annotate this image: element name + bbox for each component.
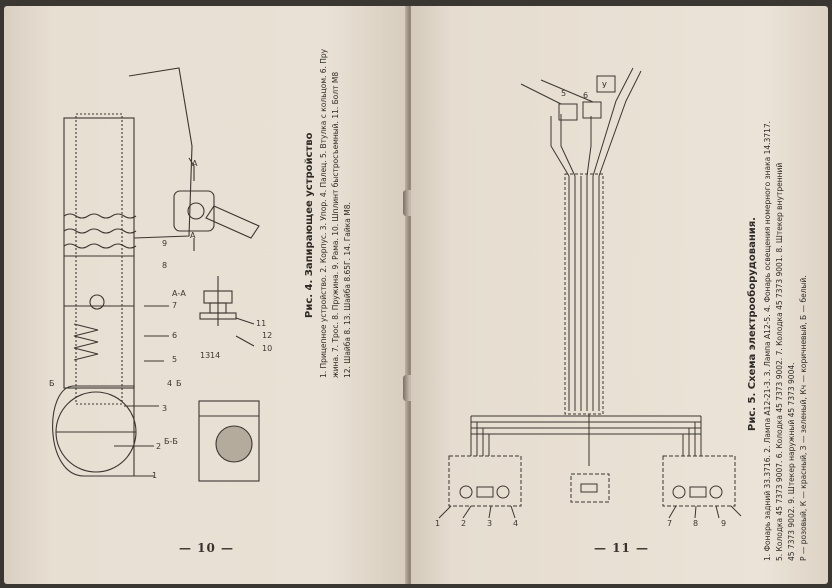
section-label-Б: Б bbox=[49, 379, 55, 388]
callout-left-6: 6 bbox=[172, 331, 177, 340]
callout-left-1: 1 bbox=[152, 471, 157, 480]
figure4-legend-line-1: 1. Прицепное устройство. 2. Корпус. 3. У… bbox=[319, 48, 328, 378]
rear-lamp-right bbox=[662, 455, 736, 507]
callout-left-13: 13 bbox=[200, 351, 210, 360]
tube-body bbox=[63, 117, 135, 389]
callout-right-6: 6 bbox=[583, 91, 588, 100]
callout-right-7: 7 bbox=[667, 519, 672, 528]
rear-lamp-left bbox=[448, 455, 522, 507]
wiring-diagram: 1 2 3 4 5 6 7 8 9 У bbox=[435, 67, 742, 528]
callout-left-4: 4 bbox=[167, 379, 172, 388]
figure5-title: Рис. 5. Схема электрооборудования. bbox=[747, 217, 758, 431]
figure5-legend-line-4: Р — розовый, К — красный, З — зеленый, К… bbox=[799, 275, 808, 561]
book-spine bbox=[405, 6, 415, 584]
plate-lamp bbox=[570, 473, 610, 503]
section-label-А-А: А-А bbox=[172, 289, 186, 298]
coupling-body bbox=[52, 385, 135, 477]
callout-left-14: 14 bbox=[210, 351, 220, 360]
callout-left-12: 12 bbox=[262, 331, 272, 340]
callout-right-4: 4 bbox=[513, 519, 518, 528]
callout-right-5: 5 bbox=[561, 89, 566, 98]
section-label-А: А bbox=[190, 231, 196, 240]
callout-right-1: 1 bbox=[435, 519, 440, 528]
callout-left-11: 11 bbox=[256, 319, 266, 328]
callout-right-9: 9 bbox=[721, 519, 726, 528]
callout-left-3: 3 bbox=[162, 404, 167, 413]
section-label-Б-Б: Б-Б bbox=[164, 437, 178, 446]
figure4-title: Рис. 4. Запирающее устройство bbox=[304, 132, 315, 318]
connector-5 bbox=[558, 103, 578, 121]
page-number-right: — 11 — bbox=[594, 541, 650, 555]
section-label-А: А bbox=[192, 159, 198, 168]
frame-outline bbox=[128, 67, 193, 239]
callout-left-10: 10 bbox=[262, 344, 272, 353]
right-page: 1 2 3 4 5 6 7 8 9 У Рис. 5. Схема электрооборудов… bbox=[411, 6, 828, 584]
clevis bbox=[173, 190, 215, 232]
figure5-legend-line-2: 5. Колодка 45 7373 9007. 6. Колодка 45 7… bbox=[775, 162, 784, 561]
callout-right-8: 8 bbox=[693, 519, 698, 528]
connector-6 bbox=[582, 101, 602, 119]
callout-left-8: 8 bbox=[162, 261, 167, 270]
section-bb bbox=[198, 400, 260, 482]
callout-left-2: 2 bbox=[156, 442, 161, 451]
callout-right-3: 3 bbox=[487, 519, 492, 528]
figure4-caption: Рис. 4. Запирающее устройство 1. Прицепн… bbox=[304, 49, 352, 378]
figure4-legend-line-3: 12. Шайба 8. 13. Шайба 8.65Г. 14. Гайка … bbox=[343, 202, 352, 378]
spring-coils bbox=[63, 213, 137, 361]
harness-bundle bbox=[564, 173, 604, 415]
section-label-Б: Б bbox=[176, 379, 182, 388]
connector-y bbox=[596, 75, 616, 93]
figure4-legend-line-2: жина. 7. Трос. 8. Пружина. 9. Рама. 10. … bbox=[331, 71, 340, 378]
callout-left-9: 9 bbox=[162, 239, 167, 248]
callout-left-5: 5 bbox=[172, 355, 177, 364]
figure5-legend-line-1: 1. Фонарь задний 33.3716. 2. Лампа А12-2… bbox=[763, 120, 772, 561]
cable-end bbox=[205, 205, 260, 239]
figure5-caption: Рис. 5. Схема электрооборудования. 1. Фо… bbox=[747, 121, 808, 561]
callout-right-2: 2 bbox=[461, 519, 466, 528]
figure5-legend-line-3: 45 7373 9002. 9. Штекер наружный 45 7373… bbox=[787, 362, 796, 562]
connector-y-label: У bbox=[602, 81, 607, 90]
callout-left-7: 7 bbox=[172, 301, 177, 310]
page-number-left: — 10 — bbox=[179, 541, 235, 555]
pin-hole bbox=[89, 294, 105, 310]
